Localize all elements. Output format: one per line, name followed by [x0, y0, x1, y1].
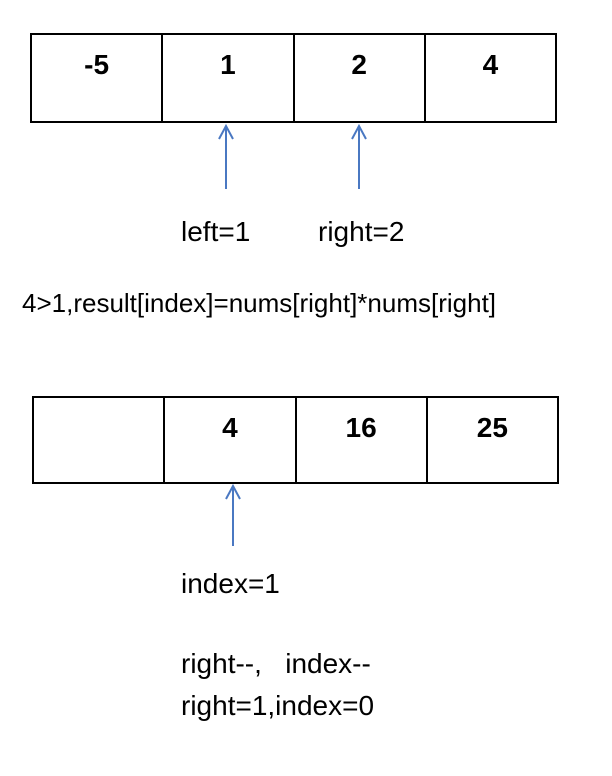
input-cell-0: -5: [32, 35, 164, 121]
result-cell-2: 16: [297, 398, 428, 482]
input-cell-1: 1: [163, 35, 295, 121]
result-cell-0: [34, 398, 166, 482]
right-pointer-arrow: [351, 123, 367, 189]
right-pointer-label: right=2: [318, 216, 405, 247]
step-result-text: right=1,index=0: [181, 690, 375, 721]
input-array: -5 1 2 4: [30, 33, 557, 123]
input-cell-3: 4: [426, 35, 557, 121]
result-array: 4 16 25: [32, 396, 559, 484]
index-pointer-arrow: [225, 483, 241, 546]
step-decrement-text: right--, index--: [181, 648, 371, 679]
left-pointer-label: left=1: [181, 216, 251, 247]
result-cell-1: 4: [165, 398, 297, 482]
input-cell-2: 2: [295, 35, 426, 121]
left-pointer-arrow: [218, 123, 234, 189]
condition-text: 4>1,result[index]=nums[right]*nums[right…: [22, 288, 497, 318]
result-cell-3: 25: [428, 398, 559, 482]
index-pointer-label: index=1: [181, 568, 280, 599]
